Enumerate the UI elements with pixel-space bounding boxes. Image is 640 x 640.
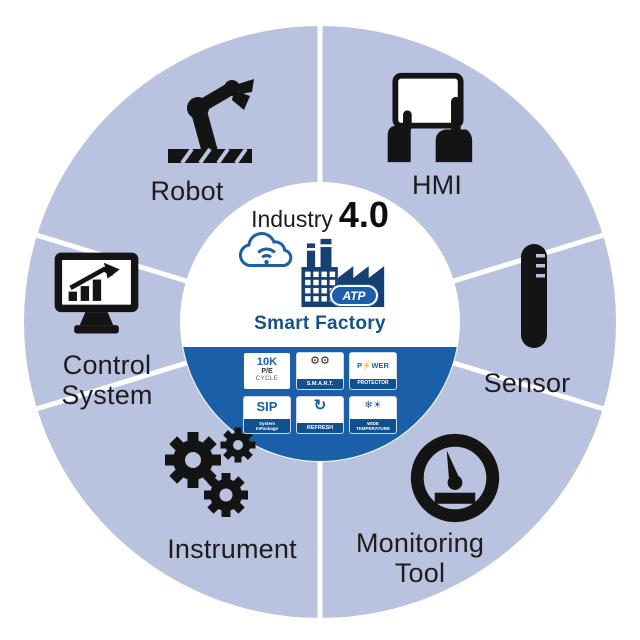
segment-label-robot: Robot bbox=[150, 176, 224, 206]
center-title: Industry 4.0 bbox=[251, 194, 389, 236]
segment-label-control-system: Control System bbox=[61, 350, 153, 411]
power-protector-badge: P⚡WER PROTECTOR bbox=[349, 352, 397, 390]
hmi-touch-tablet-icon bbox=[387, 72, 473, 163]
robot-arm-icon bbox=[168, 79, 254, 165]
wide-temp-badge: ❄☀ WIDE TEMPERATURE bbox=[349, 396, 397, 434]
monitor-chart-icon bbox=[54, 252, 139, 334]
segment-dividers bbox=[32, 22, 608, 622]
feature-badges: 10K P/E CYCLE ⚙⚙ S.M.A.R.T. P⚡WER PROTEC… bbox=[243, 352, 397, 434]
segment-label-monitoring-tool: Monitoring Tool bbox=[355, 528, 485, 589]
cloud-wifi-icon bbox=[238, 232, 293, 268]
segment-label-instrument: Instrument bbox=[167, 534, 297, 564]
smart-factory-label: Smart Factory bbox=[254, 313, 386, 334]
gear-cluster-icon: ⚙⚙ bbox=[310, 355, 330, 367]
segment-label-sensor: Sensor bbox=[483, 368, 571, 398]
sip-badge: SIP System InPackage bbox=[243, 396, 291, 434]
industry-text: Industry bbox=[251, 206, 333, 232]
gauge-icon bbox=[410, 433, 500, 523]
segment-label-hmi: HMI bbox=[411, 170, 463, 200]
thermometer-icon bbox=[521, 244, 547, 348]
gears-icon bbox=[165, 427, 256, 517]
temperature-icon: ❄☀ bbox=[364, 400, 382, 411]
industry-version-text: 4.0 bbox=[338, 194, 389, 235]
atp-logo: ATP bbox=[330, 285, 378, 306]
refresh-arrows-icon: ↻ bbox=[313, 397, 327, 414]
smart-badge: ⚙⚙ S.M.A.R.T. bbox=[296, 352, 344, 390]
refresh-badge: ↻ REFRESH bbox=[296, 396, 344, 434]
pe-cycle-badge: 10K P/E CYCLE bbox=[243, 352, 291, 390]
